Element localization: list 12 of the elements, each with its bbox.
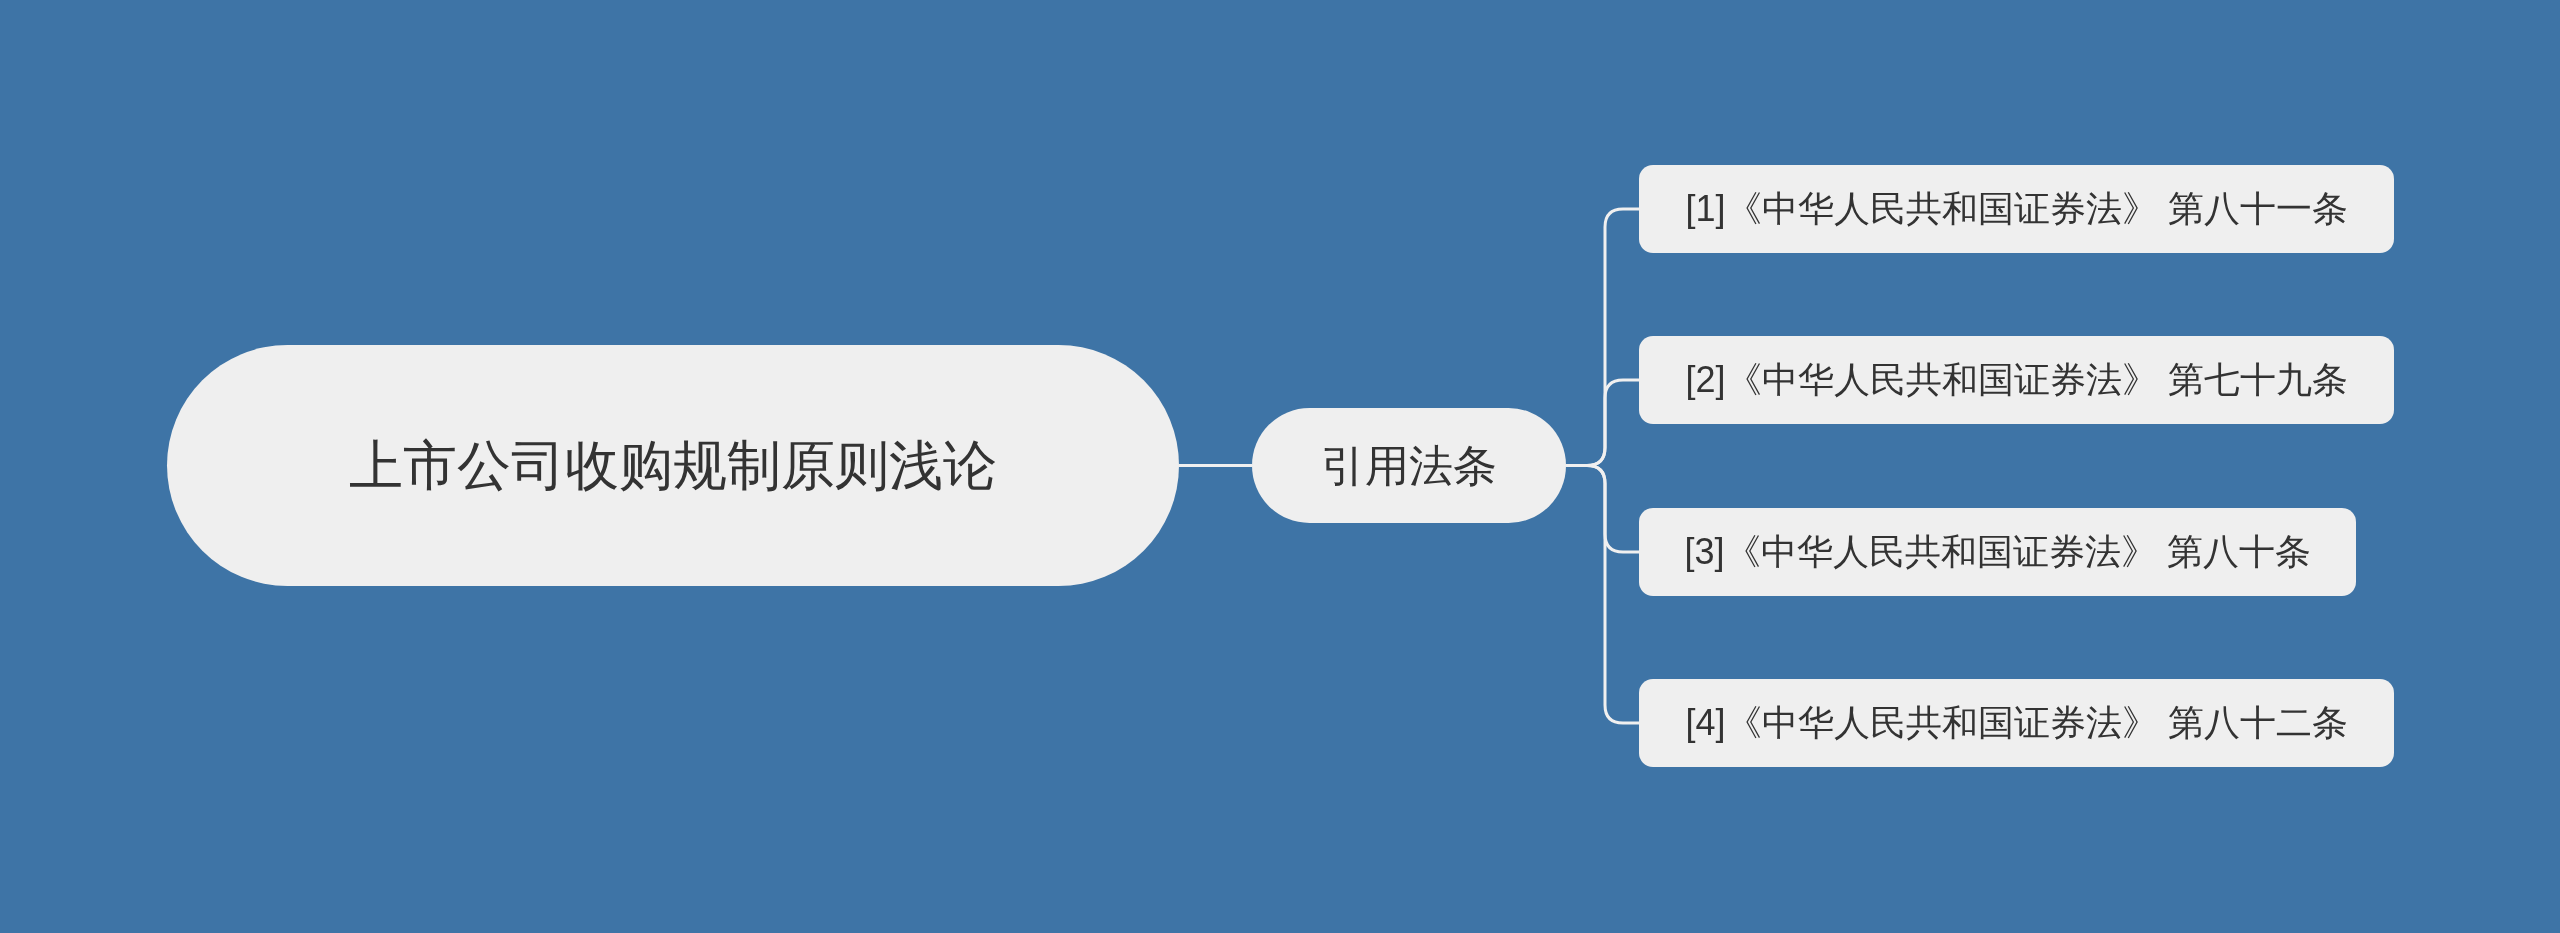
node-label: 引用法条 xyxy=(1321,439,1497,492)
leaf-node xyxy=(1639,508,2356,596)
node-label: [3]《中华人民共和国证券法》 第八十条 xyxy=(1684,530,2311,574)
leaf-node xyxy=(1639,336,2394,424)
connector-line xyxy=(1179,464,1252,467)
node-label: [1]《中华人民共和国证券法》 第八十一条 xyxy=(1685,187,2348,231)
connector-line xyxy=(1566,464,1639,725)
leaf-node xyxy=(1639,679,2394,767)
node-label: [2]《中华人民共和国证券法》 第七十九条 xyxy=(1685,358,2348,402)
node-label: [4]《中华人民共和国证券法》 第八十二条 xyxy=(1685,701,2348,745)
leaf-node xyxy=(1639,165,2394,253)
node-label: 上市公司收购规制原则浅论 xyxy=(349,434,997,498)
